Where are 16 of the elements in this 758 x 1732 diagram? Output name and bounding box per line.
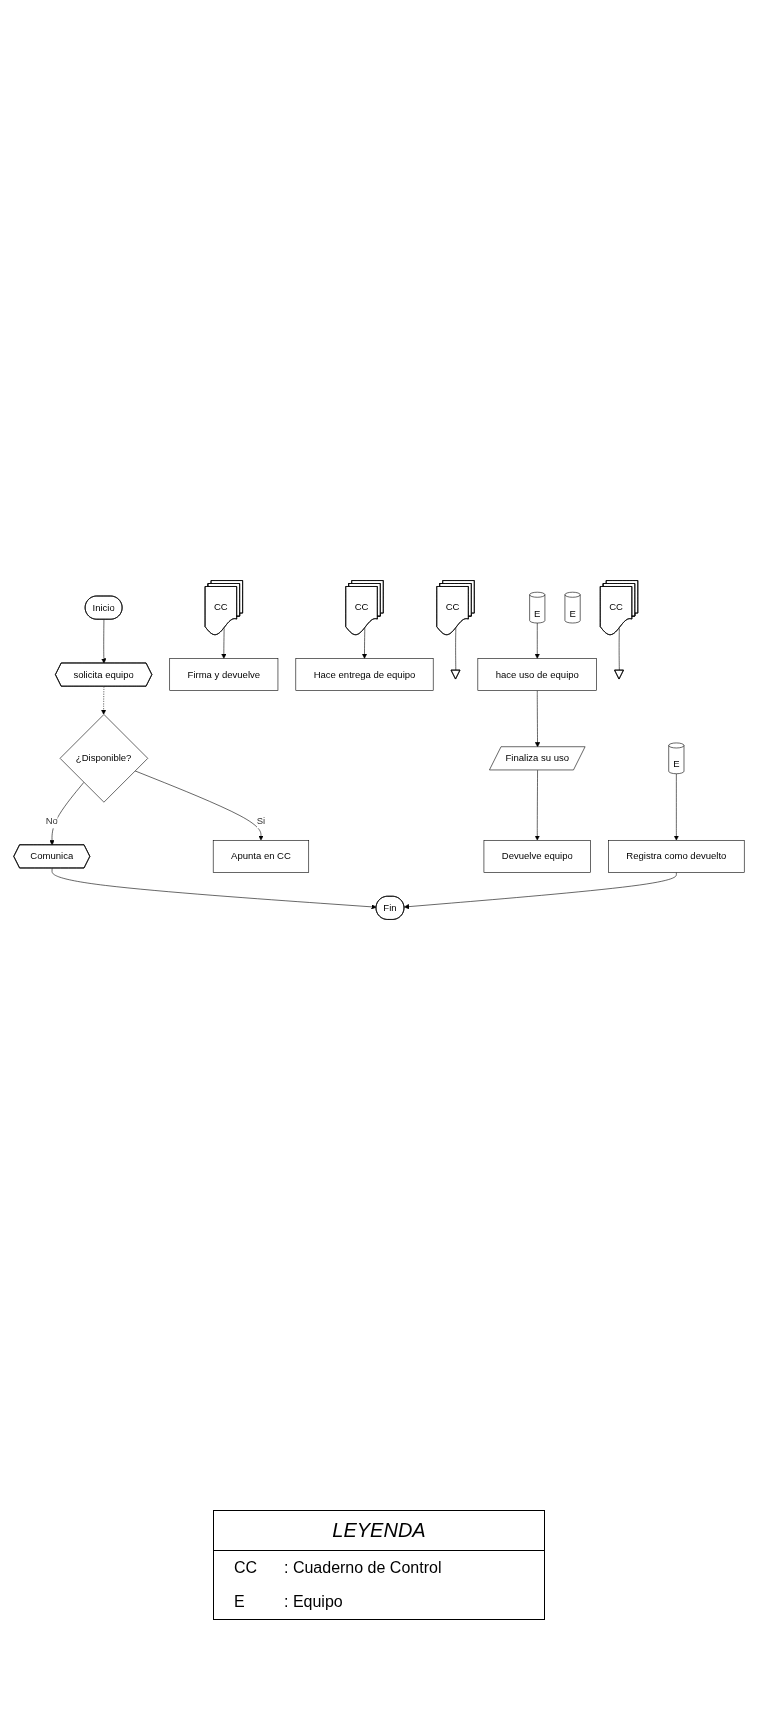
connector [455, 627, 457, 671]
legend-text: : Equipo [284, 1593, 343, 1611]
legend-text: : Cuaderno de Control [284, 1559, 442, 1577]
node-box: Devuelve equipo [483, 840, 591, 873]
legend-key: CC [234, 1559, 284, 1577]
node-diamond: ¿Disponible? [59, 714, 149, 803]
connector [618, 627, 620, 671]
legend-title: LEYENDA [214, 1511, 544, 1551]
edge-label: Si [256, 815, 266, 827]
legend-key: E [234, 1593, 284, 1611]
node-box: Hace entrega de equipo [295, 658, 434, 691]
edge-label: No [45, 815, 58, 827]
node-box: hace uso de equipo [477, 658, 597, 691]
node-box: Registra como devuelto [608, 840, 745, 873]
node-box: Firma y devuelve [169, 658, 279, 691]
node-box: Apunta en CC [212, 840, 310, 873]
